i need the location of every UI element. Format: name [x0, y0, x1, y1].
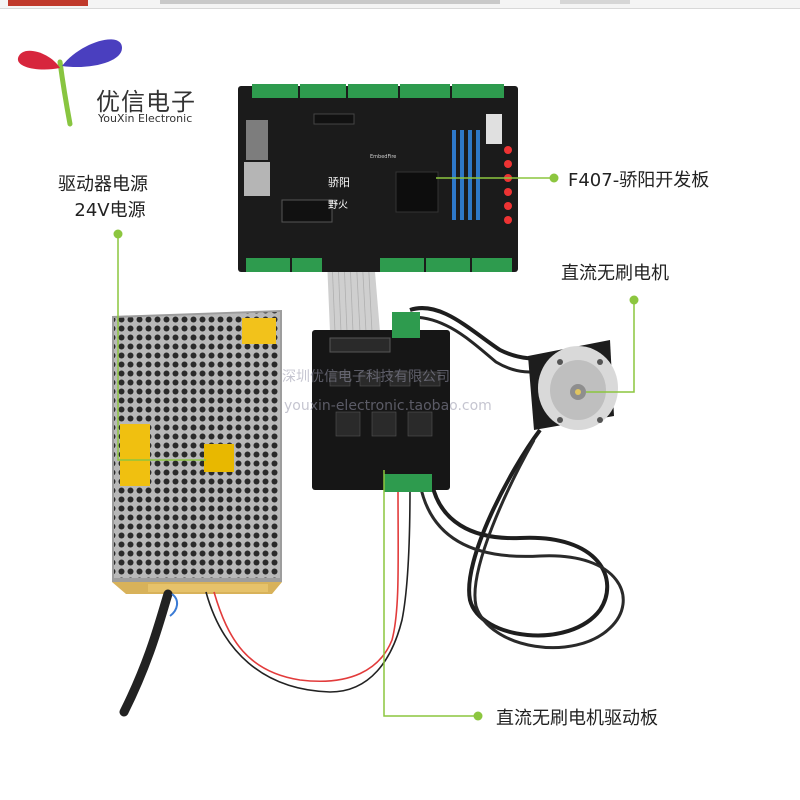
- driver-hall-terminal: [392, 312, 420, 338]
- dev-board-terminals: [246, 84, 512, 272]
- f407-dev-board: 骄阳 野火 EmbedFire: [238, 84, 518, 272]
- psu-label-line2: 24V电源: [74, 200, 146, 221]
- bldc-driver-board: [312, 312, 450, 492]
- driver-power-terminal: [384, 474, 432, 492]
- brand-name-en: YouXin Electronic: [98, 112, 193, 125]
- dev-board-model: EmbedFire: [370, 154, 396, 160]
- psu-24v: [112, 310, 282, 594]
- dev-board-name: 骄阳: [328, 176, 350, 189]
- cables: [119, 306, 625, 717]
- psu-label: 驱动器电源 24V电源: [58, 172, 148, 224]
- callout-dots: [113, 173, 639, 721]
- bldc-motor: [528, 340, 618, 430]
- dev-board-maker: 野火: [328, 199, 348, 211]
- driver-board-label: 直流无刷电机驱动板: [496, 708, 658, 729]
- psu-label-sticker: [204, 444, 234, 472]
- brand-logo-icon: [17, 39, 122, 127]
- top-strip-bar: [160, 0, 500, 4]
- top-strip-bar-2: [560, 0, 630, 4]
- top-strip: [0, 0, 800, 9]
- psu-terminal-strip: [148, 584, 268, 592]
- callout-lines: [117, 177, 635, 717]
- psu-voltage-sticker: [120, 424, 150, 486]
- dev-board-label: F407-骄阳开发板: [568, 170, 710, 191]
- psu-label-line1: 驱动器电源: [58, 174, 148, 195]
- motor-label: 直流无刷电机: [561, 263, 669, 284]
- top-strip-red: [8, 0, 88, 6]
- watermark-line2: youxin-electronic.taobao.com: [284, 398, 492, 414]
- psu-warning-sticker: [242, 318, 276, 344]
- watermark-line1: 深圳优信电子科技有限公司: [282, 369, 450, 385]
- brand-name-cn: 优信电子: [96, 88, 196, 116]
